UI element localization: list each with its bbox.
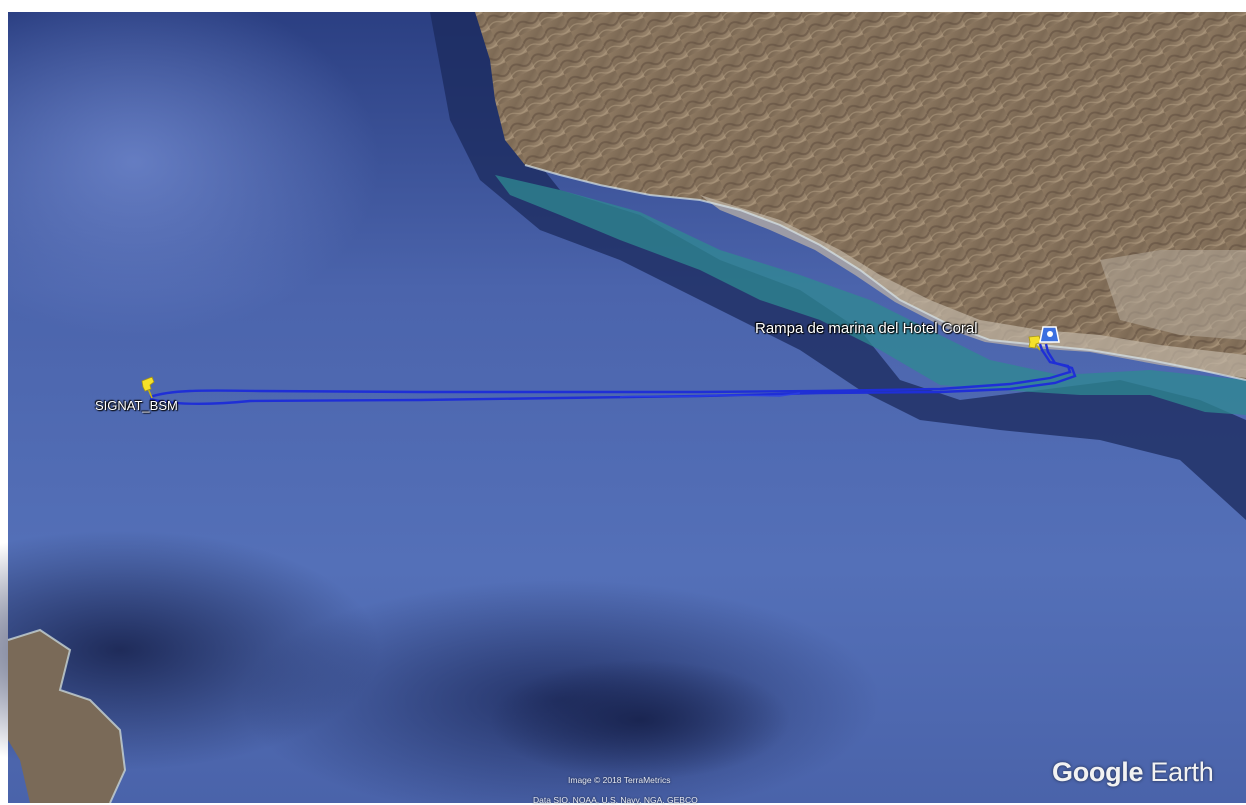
brand-part-earth: Earth <box>1143 757 1214 787</box>
island-surf <box>7 628 127 803</box>
brand-part-google: Google <box>1052 757 1144 787</box>
gps-track-wobble <box>619 392 801 398</box>
shallow-water <box>495 175 1246 415</box>
deep-water-shadow <box>490 660 790 780</box>
yellow-pushpin-icon[interactable] <box>1028 335 1042 351</box>
placemark-label-rampa[interactable]: Rampa de marina del Hotel Coral <box>755 320 978 337</box>
imagery-attribution: Image © 2018 TerraMetrics <box>568 775 671 785</box>
blue-boat-ramp-icon[interactable] <box>1039 326 1060 343</box>
yellow-pushpin-icon[interactable] <box>141 376 155 399</box>
gps-track-outbound <box>149 343 1072 399</box>
urban-area <box>1100 250 1246 340</box>
google-earth-logo: Google Earth <box>1052 757 1214 788</box>
gps-track-return <box>149 343 1077 406</box>
placemark-label-signat[interactable]: SIGNAT_BSM <box>95 398 178 413</box>
urban-area <box>700 195 1246 378</box>
surf-line <box>524 164 1246 381</box>
island-land <box>8 630 125 803</box>
coastal-shelf-shadow <box>430 12 1246 520</box>
coastline-land <box>475 12 1246 380</box>
data-attribution: Data SIO, NOAA, U.S. Navy, NGA, GEBCO <box>533 795 698 805</box>
top-border <box>0 0 1246 12</box>
